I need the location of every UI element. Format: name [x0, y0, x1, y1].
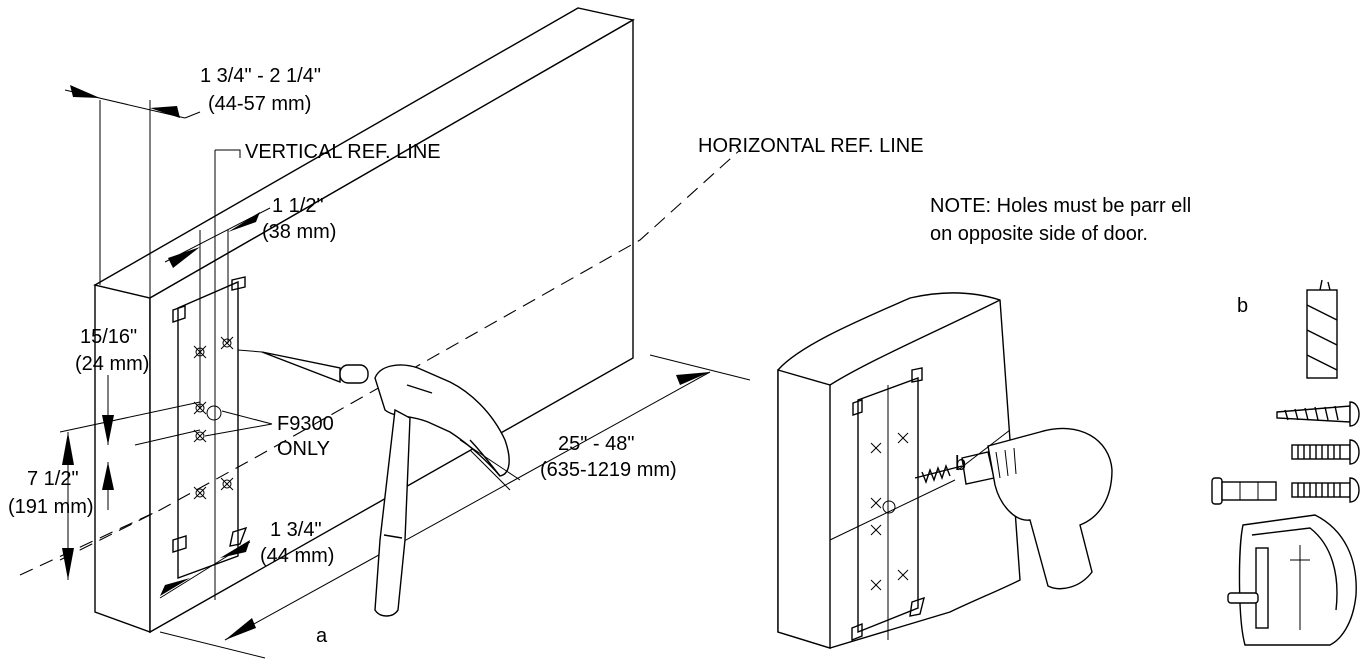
label-height-range: 25" - 48": [558, 433, 634, 455]
dimension-15-16: [59, 375, 201, 446]
dimension-7-1-2: [62, 432, 114, 580]
label-dim-15-16-mm: (24 mm): [75, 353, 149, 375]
dimension-1-1-2: [164, 207, 271, 408]
lock-housing-icon: [1227, 514, 1357, 646]
label-dim-1-1-2-mm: (38 mm): [262, 221, 336, 243]
label-note-line2: on opposite side of door.: [930, 223, 1148, 245]
label-note-line1: NOTE: Holes must be parr ell: [930, 195, 1191, 217]
dimension-1-3-4: [159, 540, 251, 599]
hammer-icon: [374, 364, 521, 617]
dimension-height-range: [159, 354, 751, 659]
label-step-a: a: [316, 625, 328, 647]
machine-screw-icon: [1291, 477, 1360, 503]
door-section-icon: [777, 292, 1021, 649]
label-height-range-mm: (635-1219 mm): [540, 459, 677, 481]
door-block-icon: [93, 7, 635, 634]
horizontal-ref-line: [59, 149, 741, 561]
drill-bit-icon: [1306, 279, 1338, 379]
power-drill-icon: [914, 427, 1113, 590]
label-dim-15-16: 15/16": [80, 326, 137, 348]
label-step-b-parts: b: [1237, 295, 1248, 317]
label-dim-1-3-4: 1 3/4": [270, 519, 322, 541]
label-step-b-drill: b: [955, 453, 966, 475]
wood-screw-icon: [1276, 401, 1360, 427]
dimension-door-thickness: [64, 85, 201, 298]
label-dim-1-3-4-mm: (44 mm): [260, 545, 334, 567]
anchor-sleeve-icon: [1211, 477, 1277, 505]
label-dim-7-1-2-mm: (191 mm): [8, 496, 94, 518]
label-horizontal-ref-line: HORIZONTAL REF. LINE: [698, 135, 924, 157]
machine-screw-icon: [1291, 439, 1360, 465]
label-dim-7-1-2: 7 1/2": [27, 468, 79, 490]
label-dim-1-1-2: 1 1/2": [272, 195, 324, 217]
center-punch-icon: [237, 349, 369, 384]
label-f9300: F9300: [277, 413, 334, 435]
label-door-thickness-mm: (44-57 mm): [208, 93, 311, 115]
label-door-thickness: 1 3/4" - 2 1/4": [200, 65, 321, 87]
label-only: ONLY: [277, 438, 330, 460]
label-vertical-ref-line: VERTICAL REF. LINE: [245, 141, 441, 163]
